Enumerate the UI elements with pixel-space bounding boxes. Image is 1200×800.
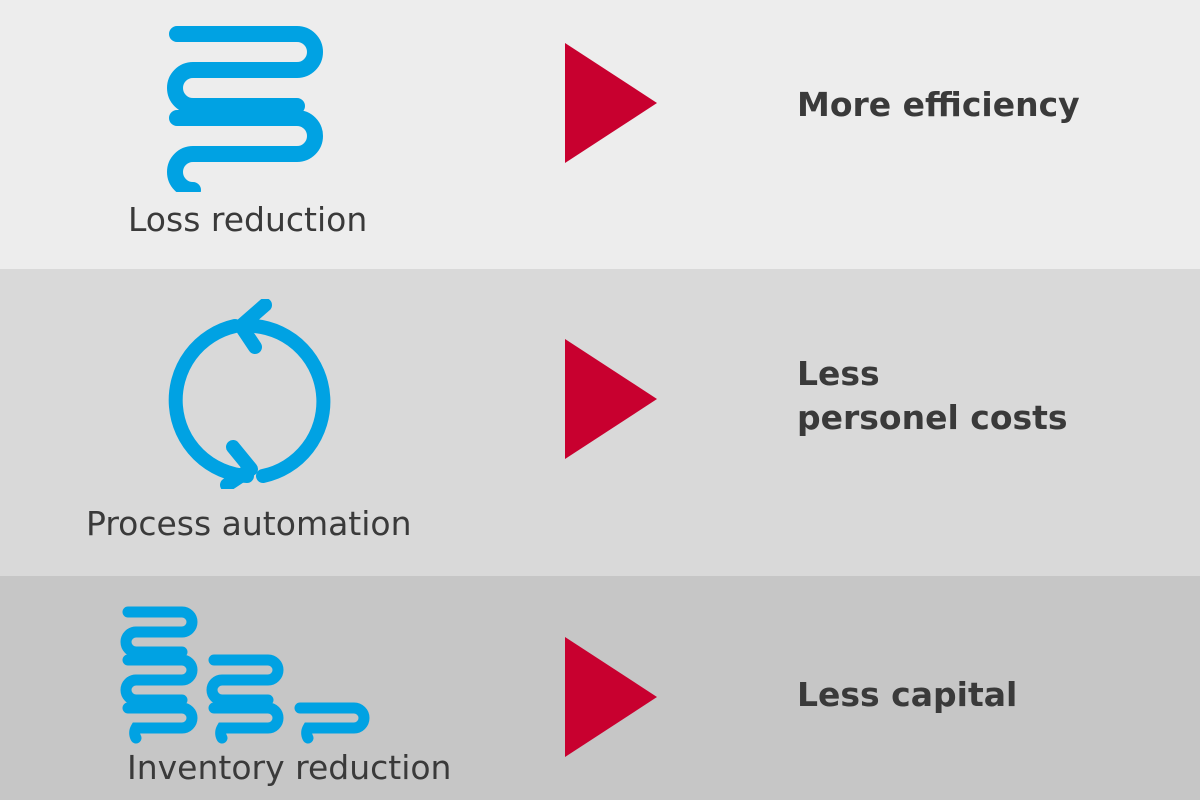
- row-inventory-reduction: Inventory reduction Less capital: [0, 576, 1200, 800]
- result-line: Less capital: [797, 675, 1018, 714]
- row-label: Process automation: [86, 504, 412, 543]
- result-text: More efficiency: [797, 83, 1080, 127]
- row-label: Inventory reduction: [127, 748, 452, 787]
- result-text: Less capital: [797, 673, 1017, 717]
- result-line: Less: [797, 354, 880, 393]
- row-label: Loss reduction: [128, 200, 368, 239]
- result-line: personel costs: [797, 398, 1068, 437]
- play-arrow-icon: [565, 637, 657, 757]
- result-line: More efficiency: [797, 85, 1080, 124]
- decreasing-coil-stacks-icon: [120, 606, 370, 744]
- row-process-automation: Process automation Less personel costs: [0, 269, 1200, 576]
- row-loss-reduction: Loss reduction More efficiency: [0, 0, 1200, 269]
- coil-stack-icon: [167, 26, 323, 192]
- play-arrow-icon: [565, 43, 657, 163]
- play-arrow-icon: [565, 339, 657, 459]
- result-text: Less personel costs: [797, 352, 1068, 440]
- cycle-arrows-icon: [168, 299, 331, 489]
